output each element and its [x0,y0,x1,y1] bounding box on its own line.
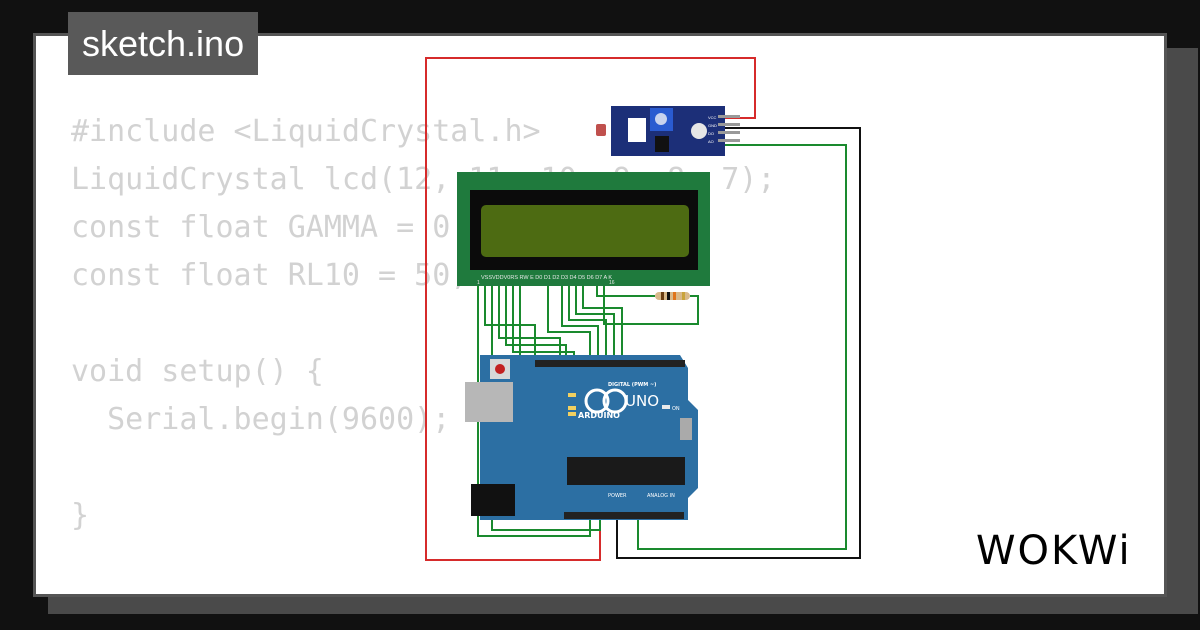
digital-header-label: DIGITAL (PWM ~) [608,382,656,388]
wokwi-logo-text: WOKWi [976,528,1132,574]
code-line: } [71,498,90,533]
atmega-chip [567,457,685,485]
resistor[interactable] [655,292,690,300]
black-wire [616,127,861,559]
icsp-header [680,418,692,440]
usb-port [465,382,513,422]
digital-header [535,360,685,367]
arduino-model: UNO [625,392,659,410]
analog-header-label: ANALOG IN [647,493,675,499]
code-line: Serial.begin(9600); [71,402,451,437]
ldr-pin-gnd: GND [708,123,717,128]
ldr-pin-ao: AO [708,139,714,144]
arduino-infinity-logo [584,388,610,414]
power-analog-header [564,512,684,519]
wokwi-logo: WOKWi [976,528,1132,574]
ldr-sensor-module[interactable]: VCC GND DO AO [596,106,740,156]
lcd-pin-last: 16 [609,280,615,286]
arduino-brand: ARDUINO [578,411,620,420]
power-header-label: POWER [608,493,627,499]
code-line: #include <LiquidCrystal.h> [71,114,541,149]
lcd-pin-labels: VSSVDDV0RS RW E D0 D1 D2 D3 D4 D5 D6 D7 … [481,275,612,281]
lcd-pin-first: 1 [477,280,480,286]
red-wire [425,57,756,561]
analog-wire [637,144,847,550]
ldr-pin-vcc: VCC [708,115,717,120]
power-jack [471,484,515,516]
photoresistor [596,124,606,136]
sketch-filename-tab[interactable]: sketch.ino [68,12,259,75]
code-line: void setup() { [71,354,324,389]
ldr-pin-do: DO [708,131,714,136]
on-led-label: ON [672,406,680,412]
ldr-led [691,123,707,139]
lcd-screen [481,205,689,257]
arduino-uno-board[interactable]: UNO ARDUINO DIGITAL (PWM ~) POWER ANALOG… [465,355,698,520]
lcd-module[interactable]: VSSVDDV0RS RW E D0 D1 D2 D3 D4 D5 D6 D7 … [457,172,710,286]
ldr-lens [628,118,646,142]
comparator-chip [655,136,669,152]
